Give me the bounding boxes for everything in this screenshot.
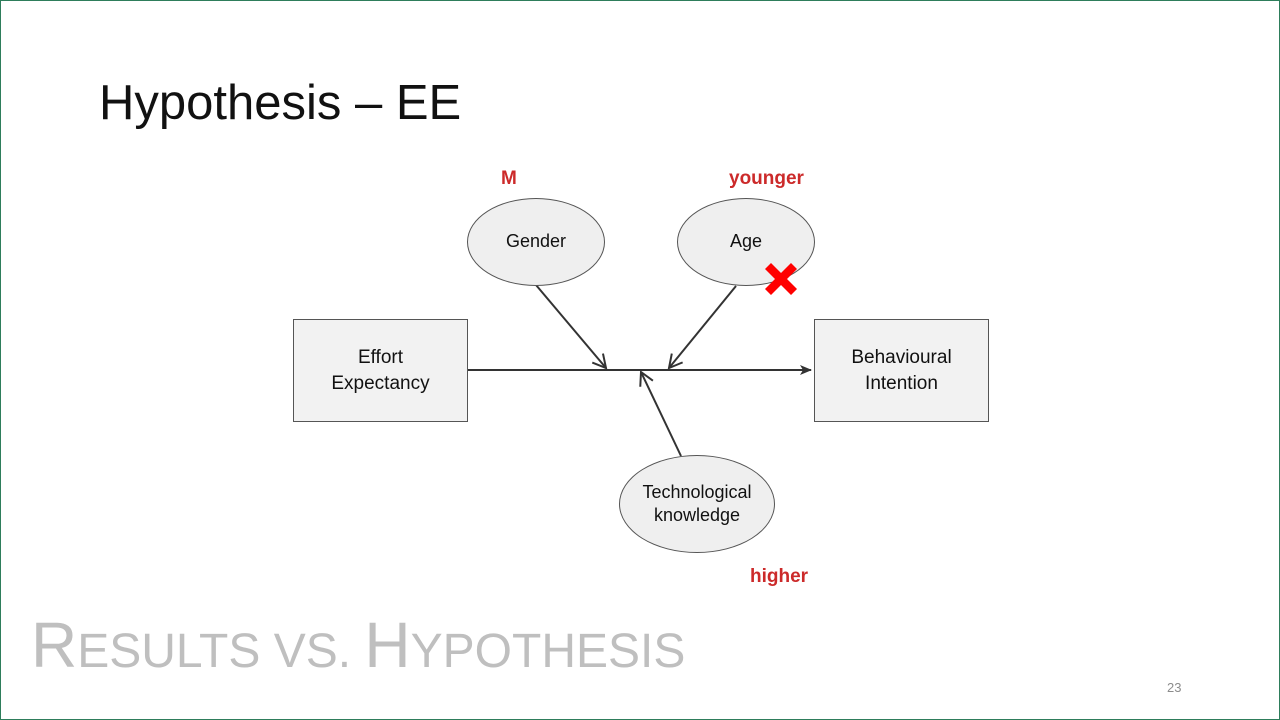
gender-moderator-arrow xyxy=(535,284,606,368)
behavioural-intention-box: Behavioural Intention xyxy=(814,319,989,422)
section-title: RESULTS VS. HYPOTHESIS xyxy=(31,609,686,681)
cross-mark-icon xyxy=(765,263,797,295)
age-moderator-arrow xyxy=(669,285,737,368)
tech-knowledge-moderator-arrow xyxy=(641,372,682,457)
page-number: 23 xyxy=(1167,680,1182,695)
effort-expectancy-box: Effort Expectancy xyxy=(293,319,468,422)
technological-knowledge-node: Technological knowledge xyxy=(619,455,775,553)
slide-title: Hypothesis – EE xyxy=(99,76,462,130)
gender-node: Gender xyxy=(467,198,605,286)
gender-annotation: M xyxy=(501,168,517,189)
tech-knowledge-annotation: higher xyxy=(750,566,809,587)
age-annotation: younger xyxy=(729,168,804,189)
